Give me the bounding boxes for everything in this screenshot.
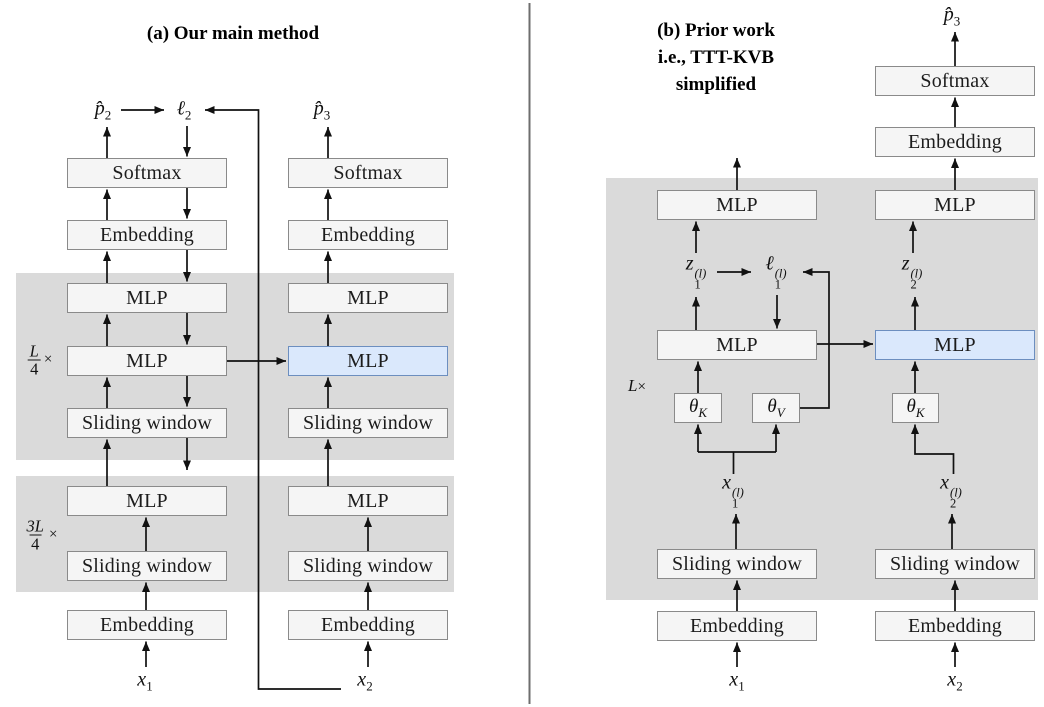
box-a1-embedding-top: Embedding [67,220,227,250]
box-a2-mlp-highlighted: MLP [288,346,448,376]
box-a1-mlp-top: MLP [67,283,227,313]
box-a1-softmax: Softmax [67,158,227,188]
box-a1-sliding-window-lower: Sliding window [67,551,227,581]
label-p2-hat: p̂2 [94,97,112,123]
box-b1-embedding: Embedding [657,611,817,641]
panel-b-loop-block [606,178,1038,600]
label-z1: z(l)1 [685,252,707,292]
box-b2-embedding-bottom: Embedding [875,611,1035,641]
panel-b-loop-count: L× [628,376,646,395]
box-a2-softmax: Softmax [288,158,448,188]
box-b1-mlp-inner: MLP [657,330,817,360]
label-ell1: ℓ(l)1 [765,252,787,292]
box-b2-sliding-window: Sliding window [875,549,1035,579]
label-x1-layer: x(l)1 [722,471,744,511]
box-a2-sliding-window-lower: Sliding window [288,551,448,581]
box-b1-sliding-window: Sliding window [657,549,817,579]
box-theta-k-right: θK [892,393,939,423]
box-a1-mlp-lower: MLP [67,486,227,516]
box-a2-embedding-top: Embedding [288,220,448,250]
box-b2-mlp-highlighted: MLP [875,330,1035,360]
box-b2-mlp-outer: MLP [875,190,1035,220]
box-b2-softmax: Softmax [875,66,1035,96]
label-ell2: ℓ2 [176,97,192,123]
label-x1-panel-b: x1 [729,668,745,694]
label-x2-panel-a: x2 [357,668,373,694]
box-a2-embedding-bottom: Embedding [288,610,448,640]
label-z2: z(l)2 [901,252,923,292]
box-theta-v: θV [752,393,800,423]
panel-a-title: (a) Our main method [146,23,320,44]
label-p3-hat-panel-b: p̂3 [943,3,961,29]
label-p3-hat-panel-a: p̂3 [313,97,331,123]
label-x2-layer: x(l)2 [940,471,962,511]
box-b2-embedding-top: Embedding [875,127,1035,157]
panel-b-title: (b) Prior work i.e., TTT-KVB simplified [657,20,775,95]
box-a1-sliding-window-upper: Sliding window [67,408,227,438]
box-b1-mlp-outer: MLP [657,190,817,220]
box-a1-mlp-mid: MLP [67,346,227,376]
label-x2-panel-b: x2 [947,668,963,694]
box-a2-sliding-window-upper: Sliding window [288,408,448,438]
label-x1-panel-a: x1 [137,668,153,694]
box-a2-mlp-top: MLP [288,283,448,313]
box-a2-mlp-lower: MLP [288,486,448,516]
box-theta-k-left: θK [674,393,722,423]
box-a1-embedding-bottom: Embedding [67,610,227,640]
